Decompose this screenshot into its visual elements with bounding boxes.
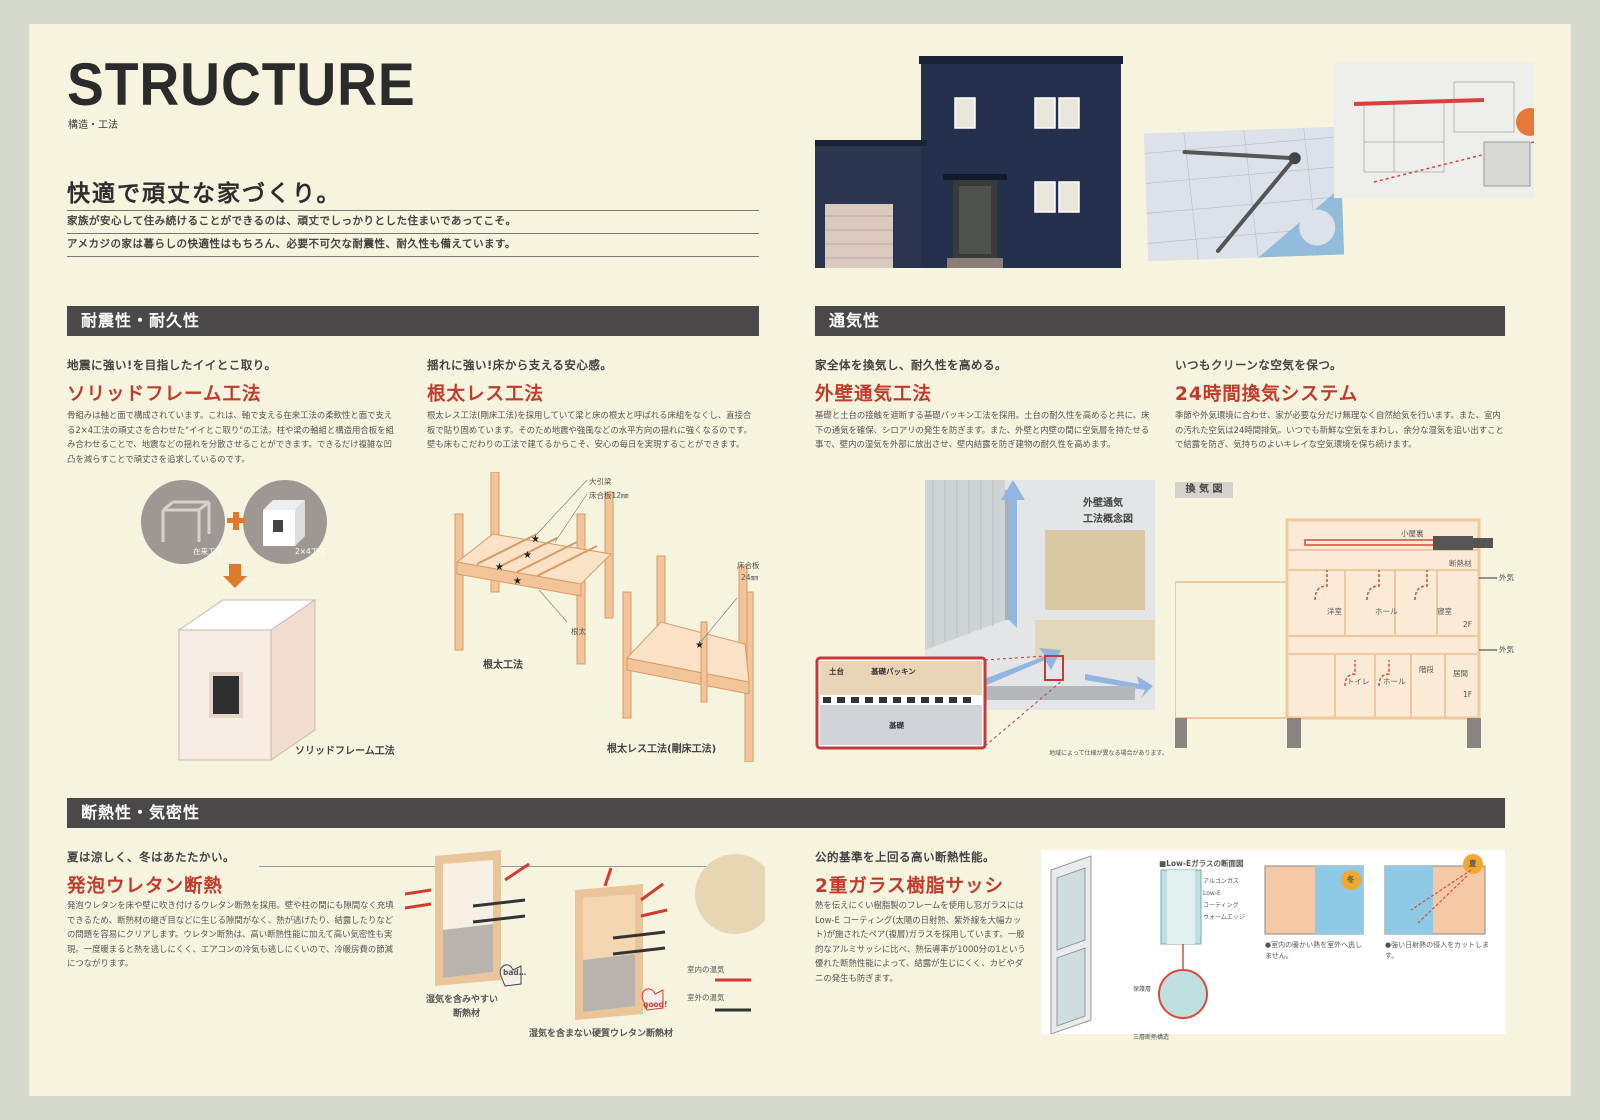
label-board12: 床合板12㎜ <box>589 491 629 500</box>
lead-line-2: アメカジの家は暮らしの快適性はもちろん、必要不可欠な耐震性、耐久性も備えています… <box>67 234 759 257</box>
svg-text:★: ★ <box>495 562 504 573</box>
method-urethane: 発泡ウレタン断熱 <box>67 876 224 897</box>
drafting-photo <box>1143 126 1345 262</box>
ventilation-house-diagram <box>1174 510 1511 756</box>
body-urethane: 発泡ウレタンを床や壁に吹き付けるウレタン断熱を採用。壁や柱の間にも隙間なく充填で… <box>67 900 394 968</box>
kicker-wall-vent: 家全体を換気し、耐久性を高める。 <box>815 358 1007 372</box>
diagram-title-1: 外壁通気 <box>1083 498 1123 509</box>
kicker-urethane: 夏は涼しく、冬はあたたかい。 <box>67 850 235 864</box>
section-bar-insulation: 断熱性・気密性 <box>67 798 1505 828</box>
page-title: STRUCTURE <box>67 51 416 118</box>
label-board24b: 24㎜ <box>741 573 759 582</box>
body-joistless: 根太レス工法(剛床工法)を採用していて梁と床の根太と呼ばれる床組をなくし、直接合… <box>427 410 752 449</box>
glass-label-warm-edge: ウォームエッジ <box>1203 914 1245 921</box>
method-sash: 2重ガラス樹脂サッシ <box>815 876 1005 897</box>
badge-summer: 夏 <box>1469 859 1477 868</box>
plans-photo <box>1334 62 1534 198</box>
divider-urethane <box>259 866 759 867</box>
body-solid-frame: 骨組みは軸と面で構成されています。これは、軸で支える在来工法の柔軟性と面で支える… <box>67 410 394 464</box>
caption-joist: 根太工法 <box>483 660 523 671</box>
caption-solid-frame: ソリッドフレーム工法 <box>295 746 395 757</box>
label-hall: ホール <box>1375 607 1398 616</box>
caption-bad-1: 湿気を含みやすい <box>426 995 499 1005</box>
body-wall-vent: 基礎と土台の接触を遮断する基礎パッキン工法を採用。土台の耐久性を高めると共に、床… <box>815 410 1150 449</box>
page-subtitle: 構造・工法 <box>68 120 118 131</box>
label-toilet: トイレ <box>1347 677 1370 686</box>
glass-label-coating: コーティング <box>1203 902 1239 909</box>
legend-outdoor: 室外の温気 <box>687 993 725 1002</box>
section-bar-ventilation: 通気性 <box>815 306 1505 336</box>
kicker-joistless: 揺れに強い!床から支える安心感。 <box>427 358 613 372</box>
glass-label-triple: 三層断熱構造 <box>1133 1034 1170 1041</box>
note-region: 地域によって仕様が異なる場合があります。 <box>1049 750 1168 757</box>
method-solid-frame: ソリッドフレーム工法 <box>67 384 262 405</box>
svg-text:★: ★ <box>531 534 540 545</box>
badge-winter: 冬 <box>1347 875 1355 884</box>
label-2x4: 2×4工法 <box>295 547 326 556</box>
solid-frame-diagram <box>139 480 335 780</box>
body-sash: 熱を伝えにくい樹脂製のフレームを使用し窓ガラスにはLow-E コーティング(太陽… <box>815 900 1026 983</box>
kicker-solid-frame: 地震に強い!を目指したイイとこ取り。 <box>67 358 277 372</box>
sash-diagram-panel <box>1041 850 1505 1035</box>
method-24h: 24時間換気システム <box>1175 384 1359 405</box>
caption-good: 湿気を含まない硬質ウレタン断熱材 <box>529 1029 674 1039</box>
label-joist: 根太 <box>571 627 586 636</box>
notes-winter: ●室内の暖かい熱を室外へ逃しません。 <box>1265 941 1363 960</box>
label-attic: 小屋裏 <box>1401 529 1424 538</box>
label-board24: 床合板 <box>737 561 760 570</box>
label-bedroom: 寝室 <box>1437 607 1452 616</box>
method-joistless: 根太レス工法 <box>427 384 545 405</box>
caption-joistless: 根太レス工法(剛床工法) <box>607 744 717 755</box>
headline: 快適で頑丈な家づくり。 <box>67 181 342 207</box>
label-outside1: 外気 <box>1499 573 1514 582</box>
diagram-title-2: 工法概念図 <box>1083 514 1133 525</box>
glass-title: ■Low-Eガラスの断面図 <box>1159 859 1244 868</box>
svg-text:★: ★ <box>695 640 704 651</box>
label-living: 居間 <box>1453 669 1468 678</box>
glass-label-argon: アルゴンガス <box>1203 878 1239 885</box>
label-dodai: 土台 <box>829 667 844 676</box>
label-western: 洋室 <box>1327 607 1342 616</box>
svg-text:★: ★ <box>513 576 522 587</box>
method-wall-vent: 外壁通気工法 <box>815 384 933 405</box>
glass-label-protect: 保護層 <box>1133 986 1152 993</box>
brochure-sheet: STRUCTURE 構造・工法 快適で頑丈な家づくり。 家族が安心して住み続ける… <box>29 24 1571 1096</box>
kicker-sash: 公的基準を上回る高い断熱性能。 <box>815 850 995 864</box>
lead-line-1: 家族が安心して住み続けることができるのは、頑丈でしっかりとした住まいであってこそ… <box>67 210 759 234</box>
label-1f: 1F <box>1463 690 1473 699</box>
urethane-diagram <box>404 850 775 1040</box>
label-hall1: ホール <box>1383 677 1406 686</box>
label-kiso: 基礎 <box>889 721 904 730</box>
house-photo <box>815 54 1123 268</box>
notes-summer: ●強い日射熱の侵入をカットします。 <box>1385 941 1490 960</box>
section-bar-seismic: 耐震性・耐久性 <box>67 306 759 336</box>
joist-diagram: ★ ★ ★ ★ ★ <box>427 471 767 763</box>
legend-indoor: 室内の温気 <box>687 965 725 974</box>
kicker-24h: いつもクリーンな空気を保つ。 <box>1175 358 1342 372</box>
label-bad: bad… <box>503 968 527 977</box>
label-insulation: 断熱材 <box>1449 559 1472 568</box>
label-conventional: 在来工法 <box>193 547 223 556</box>
body-24h: 季節や外気環境に合わせ、家が必要な分だけ無理なく自然給気を行います。また、室内の… <box>1175 410 1504 449</box>
label-good: good! <box>643 1000 668 1009</box>
wall-vent-diagram <box>815 480 1155 752</box>
label-outside2: 外気 <box>1499 645 1514 654</box>
label-beam: 大引梁 <box>589 477 612 486</box>
label-packing: 基礎パッキン <box>871 667 916 676</box>
label-2f: 2F <box>1463 620 1473 629</box>
svg-text:★: ★ <box>523 550 532 561</box>
label-stairs: 階段 <box>1419 665 1434 674</box>
glass-label-lowe: Low-E <box>1203 890 1221 897</box>
caption-bad-2: 断熱材 <box>453 1009 481 1019</box>
ventilation-tag: 換 気 図 <box>1175 482 1233 498</box>
